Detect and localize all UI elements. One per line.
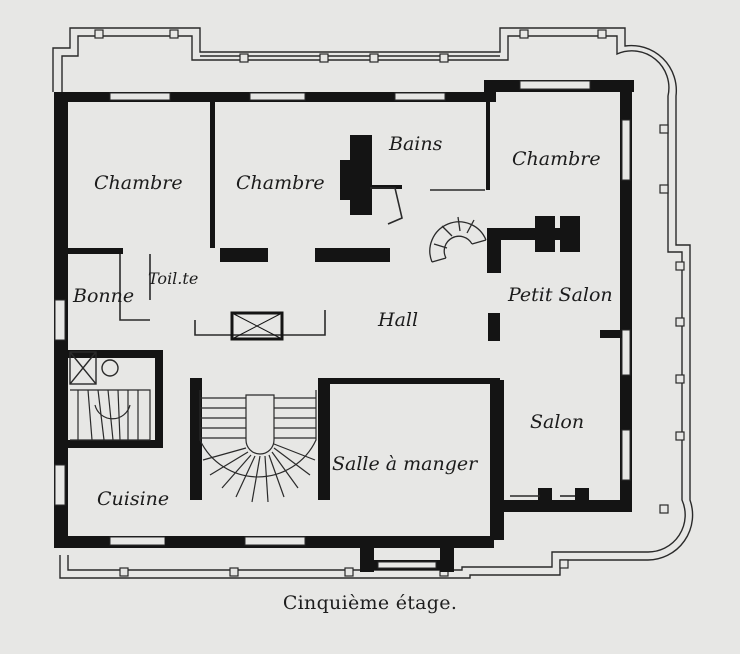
- room-label-salon: Salon: [530, 411, 584, 433]
- service-staircase: [70, 389, 151, 441]
- room-label-chambre-1: Chambre: [94, 172, 183, 194]
- spiral-staircase: [429, 216, 487, 263]
- room-label-petit-salon: Petit Salon: [507, 284, 613, 306]
- room-label-toilette: Toil.te: [148, 269, 198, 288]
- room-label-chambre-3: Chambre: [512, 148, 601, 170]
- room-label-hall: Hall: [377, 309, 418, 331]
- interior-walls: [68, 100, 622, 548]
- terrace-outline: [52, 27, 694, 579]
- main-staircase: [199, 390, 317, 503]
- room-labels: Chambre Chambre Bains Chambre Toil.te Bo…: [72, 133, 613, 510]
- balustrade-posts: [94, 29, 685, 577]
- service-block: [69, 351, 119, 385]
- room-label-chambre-2: Chambre: [236, 172, 325, 194]
- room-label-bonne: Bonne: [72, 285, 134, 307]
- room-label-bains: Bains: [388, 133, 443, 155]
- plan-caption: Cinquième étage.: [282, 592, 458, 614]
- door-swings: [119, 187, 575, 497]
- service-lift: [230, 311, 284, 341]
- room-label-cuisine: Cuisine: [97, 488, 169, 510]
- window-openings: [54, 80, 631, 569]
- room-label-salle-a-manger: Salle à manger: [332, 453, 479, 475]
